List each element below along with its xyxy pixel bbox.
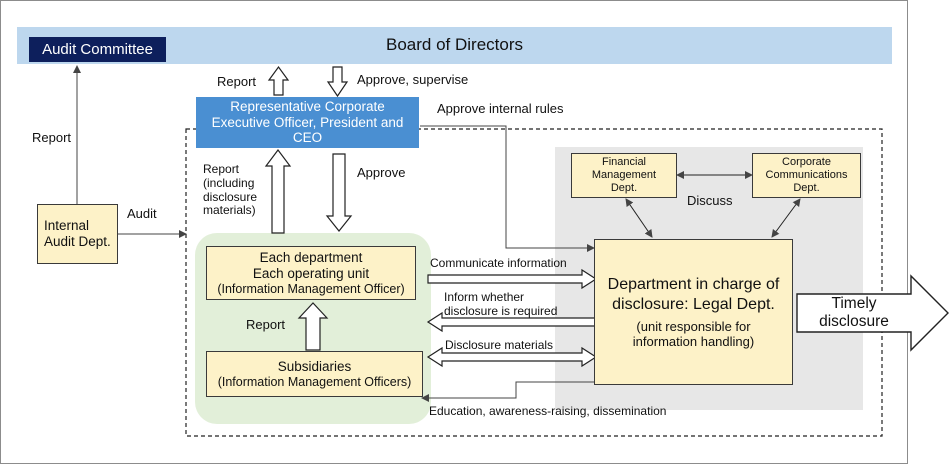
internal-audit-label: Internal Audit Dept. (44, 218, 111, 249)
financial-management-box: Financial Management Dept. (571, 153, 677, 198)
approve-supervise-arrow (326, 66, 349, 98)
education-label: Education, awareness-raising, disseminat… (429, 404, 667, 418)
disclosure-materials-label: Disclosure materials (445, 338, 554, 352)
approve-internal-rules-line (420, 125, 595, 252)
approve-arrow (325, 153, 353, 232)
disclosure-dept-line1: Department in charge of disclosure: Lega… (607, 275, 780, 313)
department-line2: Each operating unit (252, 265, 370, 281)
subsidiaries-line1: Subsidiaries (277, 358, 352, 374)
financial-label: Financial Management Dept. (591, 156, 657, 194)
education-line (421, 381, 594, 402)
approve-supervise-label: Approve, supervise (357, 72, 469, 87)
audit-committee-label: Audit Committee (42, 40, 153, 58)
outer-frame (0, 0, 908, 464)
corp-comm-label: Corporate Communications Dept. (765, 156, 848, 194)
disclosure-materials-arrow (426, 346, 598, 368)
inform-whether-arrow (426, 311, 597, 333)
company-boundary (185, 128, 883, 437)
report-to-board-arrow (267, 65, 290, 96)
timely-disclosure-label-wrap: Timely disclosure (800, 294, 908, 332)
disclosure-department-box: Department in charge of disclosure: Lega… (594, 239, 793, 385)
internal-audit-box: Internal Audit Dept. (37, 204, 118, 264)
discuss-arrow-financial (625, 198, 653, 238)
timely-disclosure-arrow (796, 274, 949, 352)
report-from-subsidiaries-label: Report (246, 317, 286, 332)
department-line3: (Information Management Officer) (217, 281, 405, 296)
board-label: Board of Directors (386, 35, 523, 55)
report-to-board-label: Report (217, 74, 257, 89)
report-including-label: Report (including disclosure materials) (203, 162, 258, 218)
communicate-information-arrow (427, 268, 598, 290)
disclosure-dept-line2: (unit responsible for information handli… (632, 318, 755, 349)
subsidiaries-line2: (Information Management Officers) (217, 374, 412, 389)
approve-label: Approve (357, 165, 406, 180)
audit-committee: Audit Committee (29, 37, 166, 62)
approve-internal-rules-label: Approve internal rules (437, 101, 564, 116)
timely-disclosure-label: Timely disclosure (819, 295, 889, 330)
audit-label: Audit (127, 206, 157, 221)
inform-whether-label: Inform whether disclosure is required (444, 290, 558, 318)
each-department-box: Each department Each operating unit (Inf… (206, 246, 416, 300)
report-to-audit-committee-label: Report (32, 130, 72, 145)
department-line1: Each department (259, 249, 363, 265)
report-from-subsidiaries-arrow (297, 302, 329, 351)
report-to-ceo-arrow (264, 149, 292, 234)
corporate-communications-box: Corporate Communications Dept. (752, 153, 861, 198)
discuss-arrow-corpcomm (771, 198, 801, 238)
ceo-label: Representative Corporate Executive Offic… (211, 98, 404, 146)
communicate-information-label: Communicate information (430, 256, 567, 270)
subsidiaries-box: Subsidiaries (Information Management Off… (206, 351, 423, 397)
ceo-box: Representative Corporate Executive Offic… (196, 97, 419, 148)
discuss-label: Discuss (687, 193, 733, 208)
